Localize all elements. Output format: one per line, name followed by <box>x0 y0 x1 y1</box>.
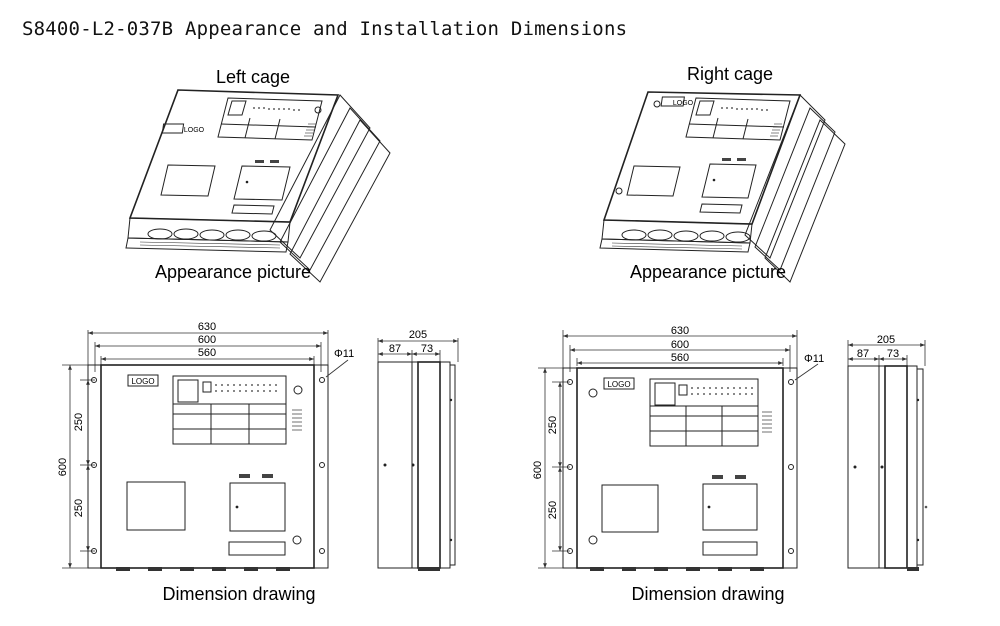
left-cage-appearance: LOGO <box>125 89 391 283</box>
left-dim-600: 600 <box>198 334 216 346</box>
right-cage-appearance: LOGO <box>599 91 846 283</box>
right-dim-560: 560 <box>671 352 689 364</box>
left-dimension-caption: Dimension drawing <box>162 584 315 604</box>
left-dim-h250-bottom: 250 <box>73 499 85 517</box>
right-dim-205: 205 <box>877 334 895 346</box>
left-dim-h600: 600 <box>57 458 69 476</box>
left-dim-205: 205 <box>409 329 427 341</box>
left-iso-logo: LOGO <box>184 127 205 134</box>
right-appearance-caption: Appearance picture <box>630 262 786 282</box>
right-front-view: LOGO <box>538 330 819 571</box>
left-dim-87: 87 <box>389 343 401 355</box>
left-cage-label: Left cage <box>216 67 290 87</box>
page-title: S8400-L2-037B Appearance and Installatio… <box>22 18 628 40</box>
left-dim-630: 630 <box>198 321 216 333</box>
left-dim-hole: Φ11 <box>334 348 354 360</box>
right-front-logo: LOGO <box>607 380 630 389</box>
right-dim-h600: 600 <box>532 461 544 479</box>
right-dim-hole: Φ11 <box>804 353 824 365</box>
right-dim-87: 87 <box>857 348 869 360</box>
left-dim-560: 560 <box>198 347 216 359</box>
left-dim-h250-top: 250 <box>73 413 85 431</box>
right-side-view <box>847 340 928 571</box>
right-dim-73: 73 <box>887 348 899 360</box>
left-side-view <box>377 338 459 571</box>
left-front-logo: LOGO <box>131 377 154 386</box>
right-dim-h250-top: 250 <box>547 416 559 434</box>
right-dim-h250-bottom: 250 <box>547 501 559 519</box>
left-front-view: LOGO <box>62 330 349 571</box>
right-cage-label: Right cage <box>687 64 773 84</box>
right-dim-630: 630 <box>671 325 689 337</box>
left-dim-73: 73 <box>421 343 433 355</box>
right-dim-600: 600 <box>671 339 689 351</box>
right-dimension-caption: Dimension drawing <box>631 584 784 604</box>
right-iso-logo: LOGO <box>673 100 694 107</box>
left-appearance-caption: Appearance picture <box>155 262 311 282</box>
